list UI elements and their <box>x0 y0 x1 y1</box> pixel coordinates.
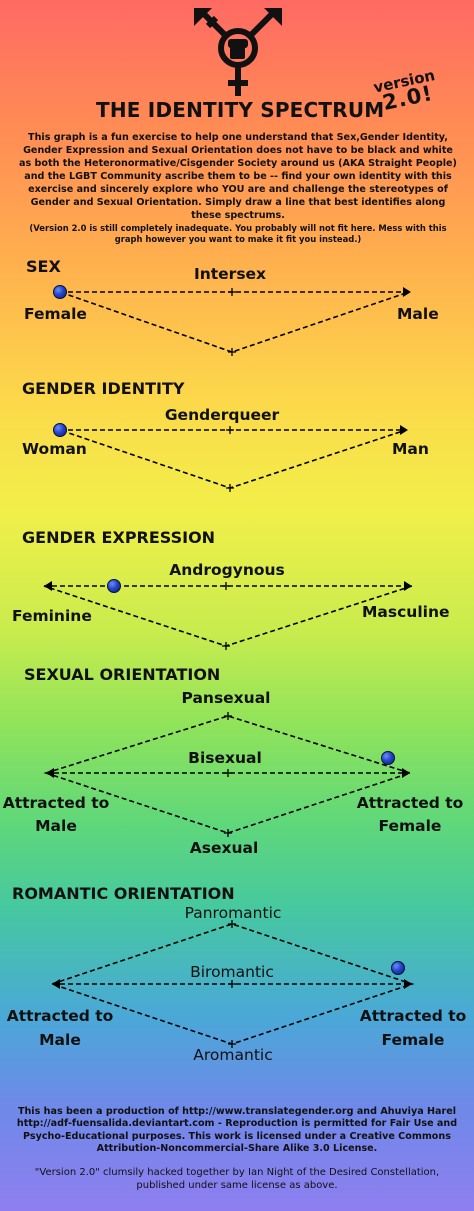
gender-expression-arrowhead-right <box>404 581 412 591</box>
gender-expression-spectrum-triangle <box>43 585 413 647</box>
gender-identity-marker <box>53 423 67 437</box>
transgender-fist-icon <box>194 8 282 96</box>
gender-identity-heading: GENDER IDENTITY <box>22 379 185 398</box>
romantic-orientation-arrowhead-right <box>404 979 412 989</box>
sex-marker <box>53 285 67 299</box>
romantic-orientation-middle-label: Biromantic <box>190 963 274 981</box>
gender-identity-left-label: Woman <box>22 440 87 458</box>
gender-expression-left-label: Feminine <box>12 607 92 625</box>
sexual-orientation-bottom-label: Asexual <box>189 839 259 857</box>
gender-identity-arrowhead <box>400 425 408 435</box>
footer-version-credit: "Version 2.0" clumsily hacked together b… <box>34 1167 440 1191</box>
sexual-orientation-right-line1: Attracted to <box>356 794 464 812</box>
sexual-orientation-top-label: Pansexual <box>181 689 271 707</box>
sexual-orientation-middle-label: Bisexual <box>188 749 262 767</box>
page-title: THE IDENTITY SPECTRUM <box>96 98 385 122</box>
sex-right-label: Male <box>397 305 439 323</box>
gender-expression-right-label: Masculine <box>362 603 450 621</box>
gender-expression-heading: GENDER EXPRESSION <box>22 528 216 547</box>
romantic-orientation-arrowhead-left <box>52 979 60 989</box>
romantic-orientation-right-line1: Attracted to <box>359 1007 467 1025</box>
sexual-orientation-heading: SEXUAL ORIENTATION <box>24 665 221 684</box>
sex-spectrum-triangle <box>59 291 410 353</box>
sexual-orientation-arrowhead-right <box>402 768 410 778</box>
gender-expression-arrowhead-left <box>44 581 52 591</box>
version-badge: version 2.0! <box>372 66 440 115</box>
footer-credits: This has been a production of http://www… <box>16 1106 458 1155</box>
romantic-orientation-right-line2: Female <box>381 1031 445 1049</box>
romantic-orientation-left-label: Attracted to Male <box>7 1004 114 1052</box>
romantic-orientation-top-label: Panromantic <box>184 904 282 922</box>
romantic-orientation-left-line2: Male <box>39 1031 81 1049</box>
romantic-orientation-marker <box>390 961 405 975</box>
sexual-orientation-left-line2: Male <box>35 817 77 835</box>
romantic-orientation-right-label: Attracted to Female <box>360 1004 467 1052</box>
sex-heading: SEX <box>26 257 61 276</box>
sexual-orientation-left-line1: Attracted to <box>2 794 110 812</box>
sexual-orientation-right-label: Attracted to Female <box>357 792 464 838</box>
gender-identity-right-label: Man <box>392 440 429 458</box>
sexual-orientation-left-label: Attracted to Male <box>3 792 110 838</box>
intro-text: This graph is a fun exercise to help one… <box>18 131 458 246</box>
romantic-orientation-bottom-label: Aromantic <box>193 1046 273 1064</box>
gender-identity-top-label: Genderqueer <box>164 406 280 424</box>
intro-paragraph: This graph is a fun exercise to help one… <box>19 132 457 221</box>
sexual-orientation-right-line2: Female <box>378 817 442 835</box>
romantic-orientation-heading: ROMANTIC ORIENTATION <box>12 884 235 903</box>
gender-expression-top-label: Androgynous <box>169 561 285 579</box>
sex-top-label: Intersex <box>193 265 267 283</box>
gender-identity-spectrum-triangle <box>59 429 407 489</box>
sexual-orientation-arrowhead-left <box>46 768 54 778</box>
gender-expression-marker <box>106 579 121 593</box>
romantic-orientation-left-line1: Attracted to <box>6 1007 114 1025</box>
sex-arrowhead <box>403 287 411 297</box>
intro-note: (Version 2.0 is still completely inadequ… <box>29 223 447 245</box>
sex-left-label: Female <box>24 305 87 323</box>
sexual-orientation-marker <box>381 751 396 765</box>
